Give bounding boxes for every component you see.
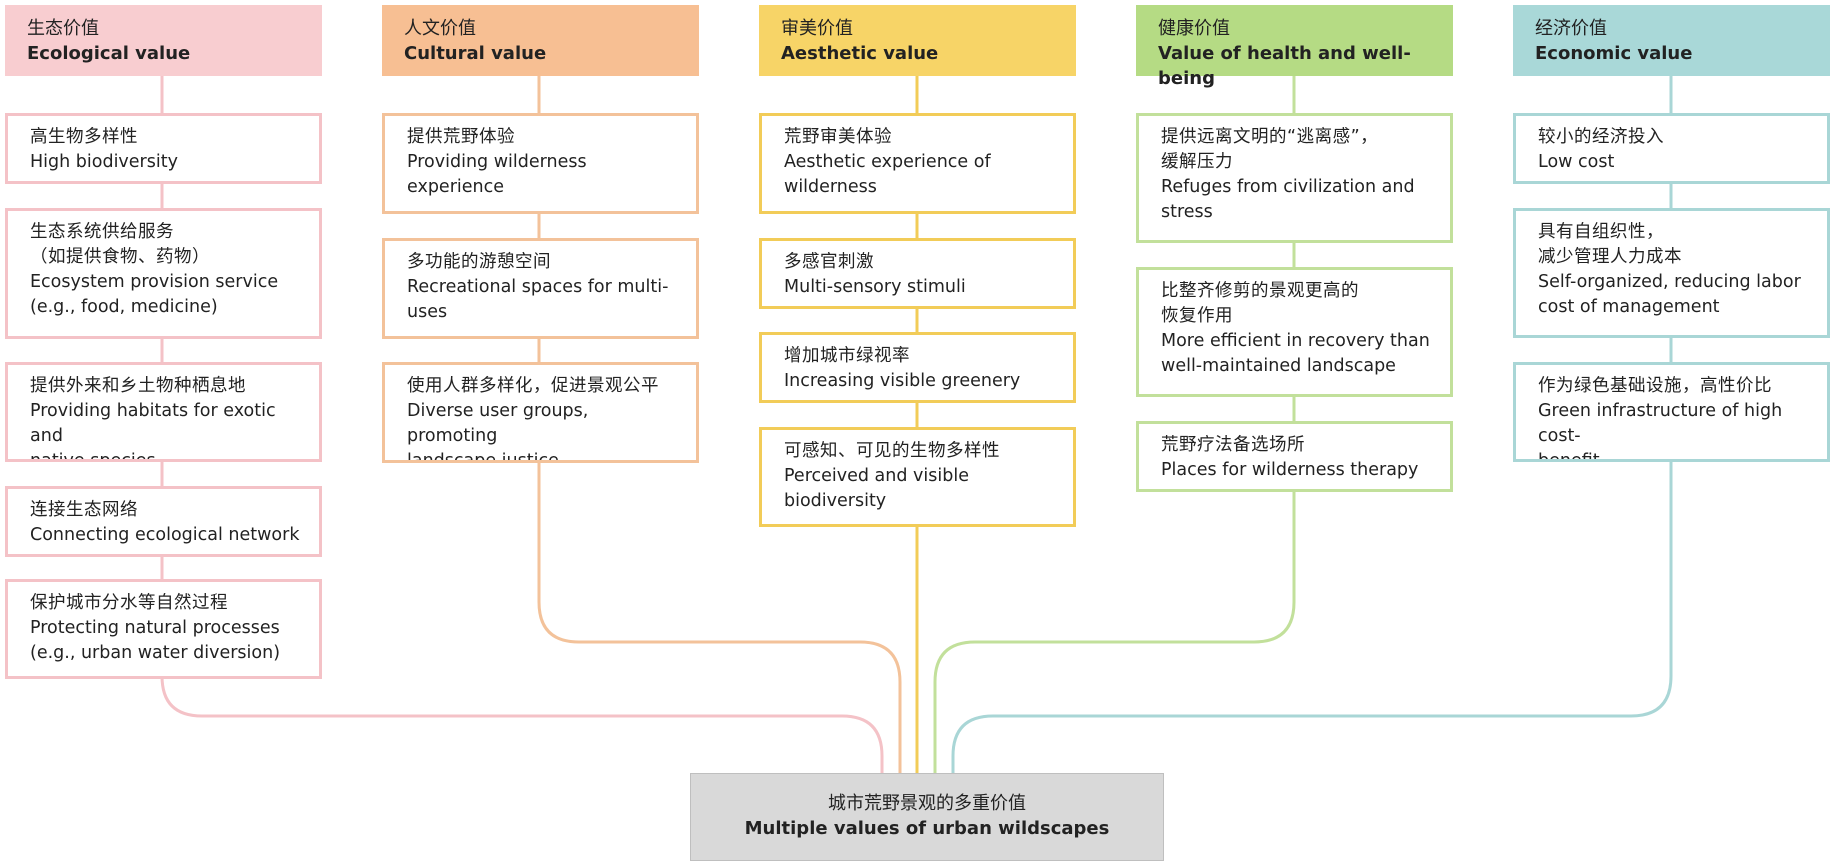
item-en-line: More efficient in recovery than (1161, 331, 1430, 351)
item-ecological-0: 高生物多样性 High biodiversity (5, 113, 322, 184)
item-en-line: (e.g., urban water diversion) (30, 643, 281, 663)
item-ecological-3: 连接生态网络 Connecting ecological network (5, 486, 322, 557)
item-zh-line: 恢复作用 (1161, 306, 1233, 326)
item-cultural-1: 多功能的游憩空间 Recreational spaces for multi-us… (382, 238, 699, 339)
item-zh-line: 增加城市绿视率 (784, 346, 910, 366)
item-zh-line: 生态系统供给服务 (30, 222, 174, 242)
wire-health (933, 492, 1296, 773)
item-en-line: uses (407, 302, 448, 322)
item-cultural-0: 提供荒野体验 Providing wilderness experience (382, 113, 699, 214)
header-en-aesthetic-line: Aesthetic value (781, 43, 939, 64)
item-health-2: 荒野疗法备选场所 Places for wilderness therapy (1136, 421, 1453, 492)
wire-ecological (160, 675, 884, 773)
item-en-line: Providing habitats for exotic and (30, 401, 276, 446)
item-zh-line: 具有自组织性， (1538, 222, 1664, 242)
header-health: 健康价值 Value of health and well-being (1136, 5, 1453, 89)
item-zh-line: 荒野审美体验 (784, 127, 892, 147)
item-zh-line: 保护城市分水等自然过程 (30, 593, 228, 613)
header-aesthetic: 审美价值 Aesthetic value (759, 5, 1076, 76)
item-economic-2: 作为绿色基础设施，高性价比 Green infrastructure of hig… (1513, 362, 1830, 462)
item-en-line: Protecting natural processes (30, 618, 280, 638)
header-zh-aesthetic-line: 审美价值 (781, 18, 853, 39)
item-en-line: cost of management (1538, 297, 1720, 317)
item-en-line: biodiversity (784, 491, 887, 511)
item-en-line: Recreational spaces for multi- (407, 277, 669, 297)
wire-economic (951, 462, 1673, 773)
item-en-line: Green infrastructure of high cost- (1538, 401, 1783, 446)
item-economic-1: 具有自组织性， 减少管理人力成本 Self-organized, reducing … (1513, 208, 1830, 338)
header-zh-economic-line: 经济价值 (1535, 18, 1607, 39)
item-en-line: Connecting ecological network (30, 525, 300, 545)
item-ecological-2: 提供外来和乡土物种栖息地 Providing habitats for exoti… (5, 362, 322, 462)
item-en-line: Aesthetic experience of (784, 152, 991, 172)
header-zh-ecological-line: 生态价值 (27, 18, 99, 39)
item-zh-line: 提供远离文明的“逃离感”， (1161, 127, 1379, 147)
item-zh-line: 比整齐修剪的景观更高的 (1161, 281, 1359, 301)
item-en-line: High biodiversity (30, 152, 178, 172)
item-ecological-1: 生态系统供给服务 （如提供食物、药物） Ecosystem provision se… (5, 208, 322, 339)
root-title-en: Multiple values of urban wildscapes (744, 818, 1110, 839)
item-en-line: Increasing visible greenery (784, 371, 1021, 391)
item-zh-line: 使用人群多样化，促进景观公平 (407, 376, 659, 396)
header-ecological: 生态价值 Ecological value (5, 5, 322, 76)
item-health-0: 提供远离文明的“逃离感”， 缓解压力 Refuges from civilizati… (1136, 113, 1453, 243)
header-en-economic-line: Economic value (1535, 43, 1693, 64)
item-en-line: stress (1161, 202, 1213, 222)
item-en-line: native species (30, 451, 156, 462)
item-en-line: Perceived and visible (784, 466, 969, 486)
item-ecological-4: 保护城市分水等自然过程 Protecting natural processes (… (5, 579, 322, 679)
header-economic: 经济价值 Economic value (1513, 5, 1830, 76)
item-cultural-2: 使用人群多样化，促进景观公平 Diverse user groups, promo… (382, 362, 699, 463)
item-en-line: Multi-sensory stimuli (784, 277, 966, 297)
item-en-line: experience (407, 177, 504, 197)
item-en-line: benefit (1538, 451, 1600, 462)
header-en-health-line: Value of health and well-being (1158, 43, 1411, 89)
item-zh-line: 作为绿色基础设施，高性价比 (1538, 376, 1772, 396)
item-aesthetic-2: 增加城市绿视率 Increasing visible greenery (759, 332, 1076, 403)
item-en-line: Ecosystem provision service (30, 272, 279, 292)
item-aesthetic-1: 多感官刺激 Multi-sensory stimuli (759, 238, 1076, 309)
item-zh-line: 提供外来和乡土物种栖息地 (30, 376, 246, 396)
item-en-line: well-maintained landscape (1161, 356, 1396, 376)
item-en-line: Self-organized, reducing labor (1538, 272, 1801, 292)
item-en-line: wilderness (784, 177, 877, 197)
item-en-line: (e.g., food, medicine) (30, 297, 218, 317)
item-zh-line: 提供荒野体验 (407, 127, 515, 147)
item-zh-line: 连接生态网络 (30, 500, 138, 520)
item-zh-line: （如提供食物、药物） (30, 247, 210, 267)
item-economic-0: 较小的经济投入 Low cost (1513, 113, 1830, 184)
item-zh-line: 荒野疗法备选场所 (1161, 435, 1305, 455)
item-zh-line: 多感官刺激 (784, 252, 874, 272)
item-aesthetic-0: 荒野审美体验 Aesthetic experience of wilderness (759, 113, 1076, 214)
root-title-zh: 城市荒野景观的多重价值 (828, 793, 1026, 814)
item-zh-line: 较小的经济投入 (1538, 127, 1664, 147)
item-zh-line: 多功能的游憩空间 (407, 252, 551, 272)
item-aesthetic-3: 可感知、可见的生物多样性 Perceived and visible biodive… (759, 427, 1076, 527)
header-en-cultural-line: Cultural value (404, 43, 547, 64)
item-zh-line: 减少管理人力成本 (1538, 247, 1682, 267)
item-zh-line: 高生物多样性 (30, 127, 138, 147)
header-cultural: 人文价值 Cultural value (382, 5, 699, 76)
item-en-line: landscape justice (407, 451, 559, 463)
item-en-line: Places for wilderness therapy (1161, 460, 1419, 480)
header-en-ecological-line: Ecological value (27, 43, 191, 64)
header-zh-health-line: 健康价值 (1158, 18, 1230, 39)
root-node: 城市荒野景观的多重价值 Multiple values of urban wil… (690, 773, 1164, 861)
item-zh-line: 可感知、可见的生物多样性 (784, 441, 1000, 461)
item-zh-line: 缓解压力 (1161, 152, 1233, 172)
item-en-line: Providing wilderness (407, 152, 587, 172)
item-en-line: Low cost (1538, 152, 1615, 172)
item-en-line: Refuges from civilization and (1161, 177, 1415, 197)
header-zh-cultural-line: 人文价值 (404, 18, 476, 39)
wire-cultural (537, 463, 902, 773)
item-en-line: Diverse user groups, promoting (407, 401, 589, 446)
item-health-1: 比整齐修剪的景观更高的恢复作用 More efficient in recover… (1136, 267, 1453, 397)
